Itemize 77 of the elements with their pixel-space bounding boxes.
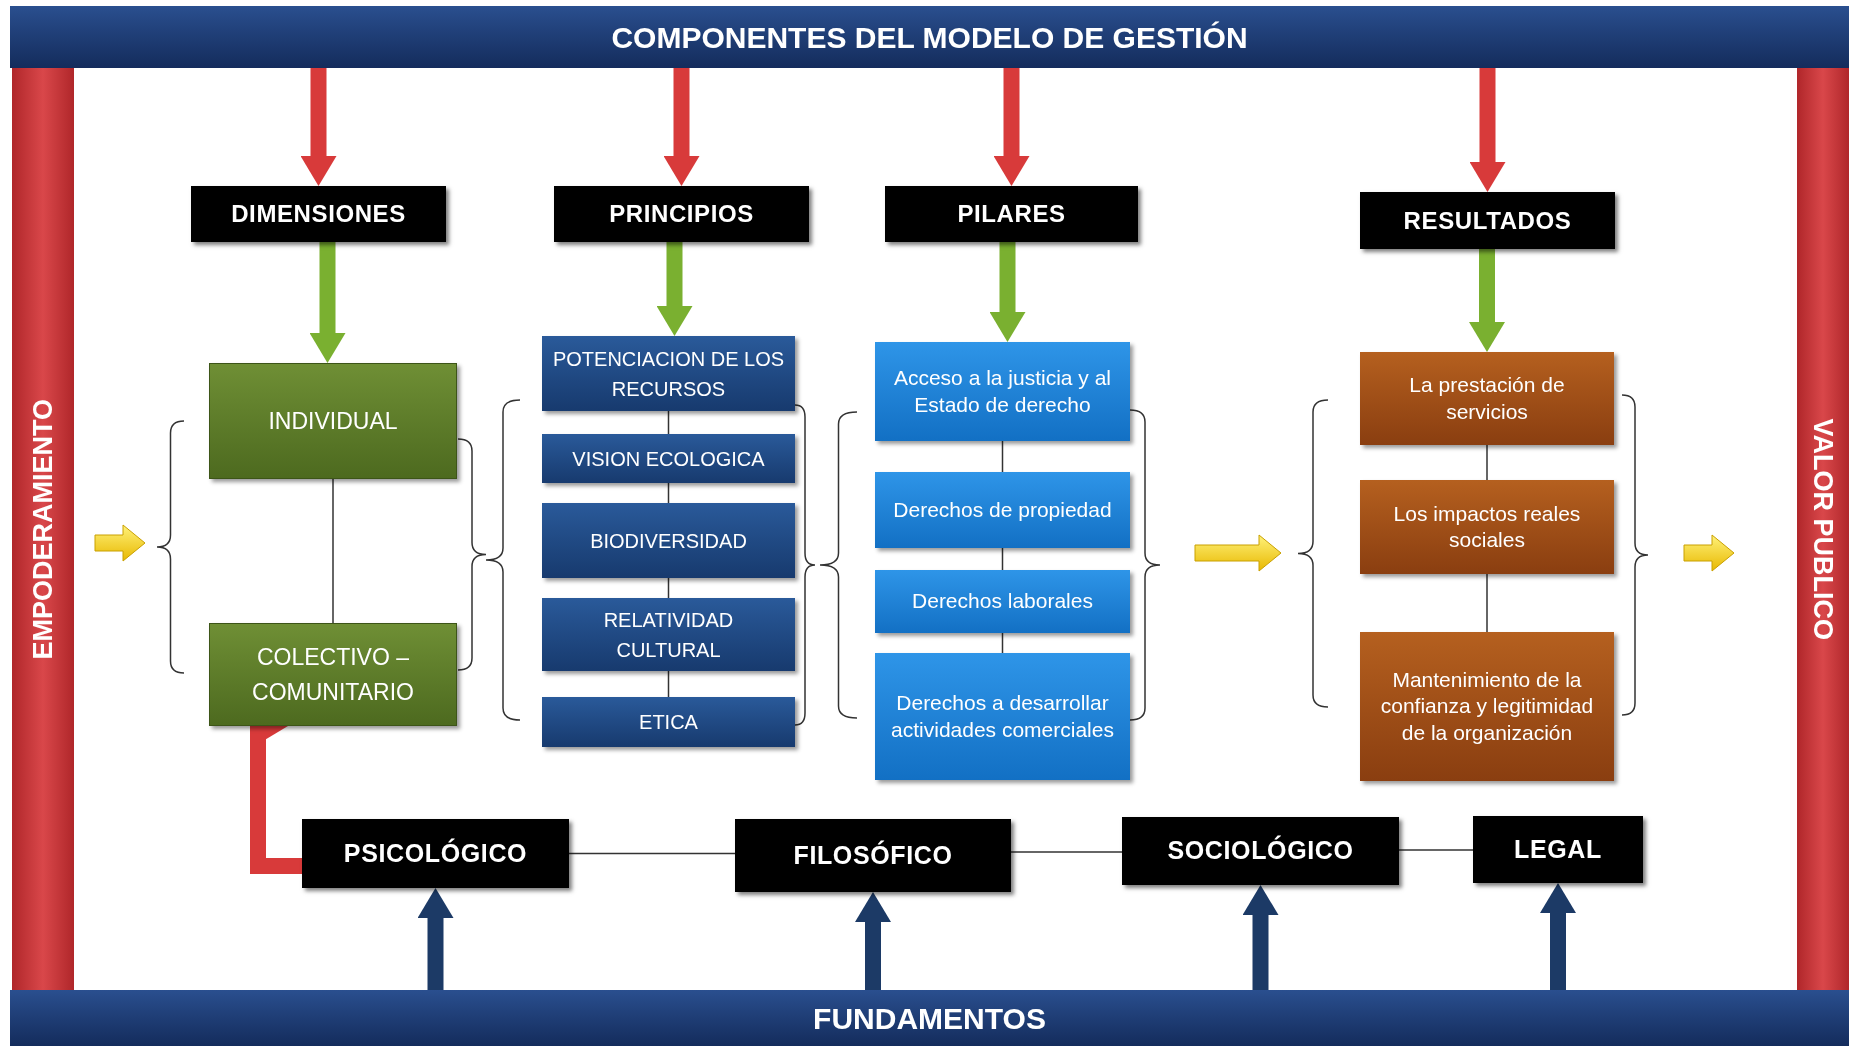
side-band xyxy=(12,68,74,990)
node-label: DIMENSIONES xyxy=(231,199,406,229)
connector-line xyxy=(332,478,334,624)
connector-line xyxy=(1001,440,1004,473)
connector-line xyxy=(1001,547,1004,571)
connector-line xyxy=(667,410,670,435)
result-box xyxy=(1360,632,1614,781)
pillar-box xyxy=(875,342,1130,441)
connector-line xyxy=(667,577,670,599)
node-label: BIODIVERSIDAD xyxy=(590,528,747,554)
arrow xyxy=(855,892,891,990)
node-label: FUNDAMENTOS xyxy=(813,1000,1046,1037)
result-box xyxy=(1360,480,1614,574)
node-label: RELATIVIDAD CULTURAL xyxy=(602,607,735,663)
node-label: SOCIOLÓGICO xyxy=(1167,834,1354,867)
principle-box xyxy=(542,503,795,578)
connector-line xyxy=(667,482,670,504)
arrow xyxy=(309,242,346,363)
bottom-band xyxy=(10,990,1849,1046)
node-label: INDIVIDUAL xyxy=(268,406,398,436)
node-label: ETICA xyxy=(639,710,698,735)
arrow xyxy=(989,242,1026,342)
arrow xyxy=(993,68,1030,186)
pillar-box xyxy=(875,472,1130,548)
connector-line xyxy=(1398,849,1474,851)
connector-line xyxy=(667,670,670,698)
principle-box xyxy=(542,697,795,747)
header-box xyxy=(191,186,446,242)
principle-box xyxy=(542,598,795,671)
node-label: VALOR PUBLICO xyxy=(1807,418,1840,640)
principle-box xyxy=(542,336,795,411)
node-label: EMPODERAMIENTO xyxy=(26,398,59,660)
principle-box xyxy=(542,434,795,483)
node-label: COMPONENTES DEL MODELO DE GESTIÓN xyxy=(611,19,1248,56)
connector-line xyxy=(1001,632,1004,654)
arrow xyxy=(300,68,337,186)
header-box xyxy=(885,186,1138,242)
result-box xyxy=(1360,352,1614,445)
node-label: COLECTIVO – COMUNITARIO xyxy=(251,643,415,707)
arrow xyxy=(417,888,454,990)
foundation-box xyxy=(735,819,1011,892)
connector-line xyxy=(568,852,736,855)
side-band xyxy=(1797,68,1849,990)
arrow xyxy=(1469,68,1506,192)
arrow xyxy=(1242,885,1279,990)
node-label: Derechos a desarrollar actividades comerciales xyxy=(890,690,1115,743)
node-label: Los impactos reales sociales xyxy=(1392,500,1582,553)
node-label: Derechos laborales xyxy=(912,588,1093,615)
node-label: PRINCIPIOS xyxy=(609,199,754,229)
pillar-box xyxy=(875,653,1130,780)
node-label: RESULTADOS xyxy=(1403,205,1572,236)
node-label: PSICOLÓGICO xyxy=(343,837,528,869)
header-box xyxy=(554,186,809,242)
foundation-box xyxy=(1473,816,1643,883)
foundation-box xyxy=(302,819,569,888)
connector-line xyxy=(1486,444,1488,481)
node-label: FILOSÓFICO xyxy=(793,839,953,871)
node-label: Derechos de propiedad xyxy=(893,496,1112,523)
node-label: POTENCIACION DE LOS RECURSOS xyxy=(551,346,786,402)
node-label: VISION ECOLOGICA xyxy=(572,446,765,472)
node-label: PILARES xyxy=(957,199,1066,229)
node-label: LEGAL xyxy=(1514,833,1602,865)
connector-line xyxy=(1486,573,1488,633)
arrow xyxy=(1540,883,1576,990)
node-label: Acceso a la justicia y al Estado de derecho xyxy=(892,365,1113,418)
dimension-box xyxy=(209,623,457,726)
arrow xyxy=(663,68,700,186)
arrow xyxy=(1469,249,1505,352)
dimension-box xyxy=(209,363,457,479)
node-label: Mantenimiento de la confianza y legitimidad de la organización xyxy=(1379,667,1595,746)
arrow xyxy=(656,242,693,336)
node-label: La prestación de servicios xyxy=(1408,372,1566,425)
foundation-box xyxy=(1122,817,1399,885)
pillar-box xyxy=(875,570,1130,633)
header-box xyxy=(1360,192,1615,249)
connector-line xyxy=(1010,851,1123,853)
title-band xyxy=(10,6,1849,68)
